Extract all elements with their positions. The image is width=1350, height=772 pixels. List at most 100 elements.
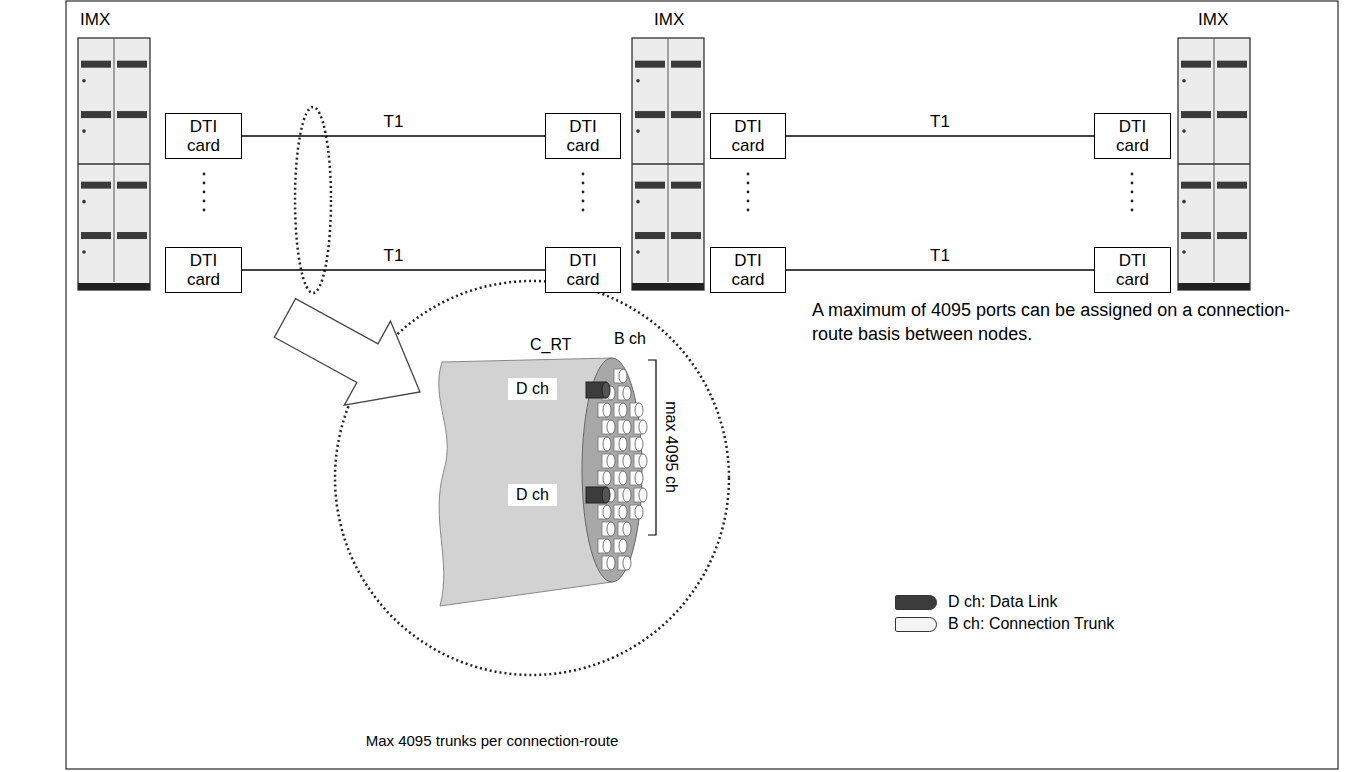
- ellipsis-dot: [1131, 209, 1134, 212]
- interface-card: DTI card: [1094, 247, 1171, 293]
- cabinet-panel-bar: [1181, 61, 1211, 68]
- trunk-tube-end: [635, 437, 643, 451]
- cabinet-panel-bar: [117, 111, 147, 118]
- switch-cabinet: IMX: [78, 38, 150, 290]
- cabinet-drawing: [632, 38, 704, 290]
- cabinet-label: IMX: [1198, 10, 1228, 30]
- cabinet-panel-bar: [671, 232, 701, 239]
- cabinet-dot: [1182, 250, 1186, 254]
- channel-label: D ch: [508, 484, 557, 506]
- interface-card: DTI card: [165, 113, 242, 159]
- cabinet-divider: [632, 163, 704, 165]
- cabinet-panel-bar: [117, 232, 147, 239]
- cabinet-panel-bar: [81, 61, 111, 68]
- interface-card: DTI card: [710, 113, 786, 159]
- bracket: [648, 360, 656, 535]
- cabinet-label: IMX: [80, 10, 110, 30]
- trunk-tube-end: [623, 386, 631, 400]
- ellipsis-dot: [582, 173, 585, 176]
- cabinet-panel-bar: [81, 232, 111, 239]
- ellipsis-dot: [203, 209, 206, 212]
- trunk-tube-end: [607, 556, 615, 570]
- trunk-tube-end: [619, 403, 627, 417]
- trunk-tube-end: [635, 505, 643, 519]
- interface-card: DTI card: [165, 247, 242, 293]
- note: A maximum of 4095 ports can be assigned …: [812, 298, 1322, 346]
- trunk-tube-end: [635, 403, 643, 417]
- frame: [66, 1, 1338, 769]
- cabinet-panel-bar: [81, 182, 111, 189]
- t1-line: [786, 135, 1094, 136]
- ellipsis-dot: [203, 191, 206, 194]
- cabinet-dot: [82, 200, 86, 204]
- channel-label: D ch: [508, 378, 557, 400]
- trunk-tube-end: [603, 539, 611, 553]
- cabinet-panel-bar: [81, 111, 111, 118]
- cabinet-dot: [1182, 200, 1186, 204]
- cabinet-divider: [1178, 163, 1250, 165]
- trunk-tube: [602, 488, 611, 502]
- cabinet-panel-bar: [1181, 182, 1211, 189]
- ellipsis-dot: [203, 182, 206, 185]
- trunk-tube-end: [635, 471, 643, 485]
- trunk-tube-end: [619, 505, 627, 519]
- cabinet-panel-bar: [635, 182, 665, 189]
- ellipsis-dot: [203, 200, 206, 203]
- capacity-label: max 4095 ch: [662, 401, 680, 493]
- cabinet-panel-bar: [635, 61, 665, 68]
- cabinet-divider: [668, 38, 669, 282]
- legend-swatch: [895, 617, 937, 632]
- caption: Max 4095 trunks per connection-route: [366, 732, 619, 749]
- cabinet-divider: [78, 163, 150, 165]
- legend-row: D ch: Data Link: [895, 593, 1057, 611]
- t1-line: [242, 135, 545, 136]
- trunk-tube-end: [619, 369, 627, 383]
- card-label: DTI card: [183, 251, 225, 289]
- cabinet-dot: [82, 79, 86, 83]
- card-label: DTI card: [727, 251, 769, 289]
- ellipsis-dot: [747, 191, 750, 194]
- cabinet-dot: [636, 79, 640, 83]
- trunk-tube-end: [623, 522, 631, 536]
- route-name: C_RT: [530, 336, 572, 354]
- switch-cabinet: IMX: [1178, 38, 1250, 290]
- interface-card: DTI card: [545, 113, 621, 159]
- ellipsis-dot: [1131, 173, 1134, 176]
- data-link-tube-end: [602, 487, 610, 503]
- card-label: DTI card: [727, 117, 769, 155]
- interface-card: DTI card: [710, 247, 786, 293]
- cabinet-dot: [636, 129, 640, 133]
- cabinet-panel-bar: [117, 182, 147, 189]
- cabinet-panel-bar: [117, 61, 147, 68]
- dotted-ellipse: [295, 107, 331, 293]
- ellipsis-dot: [203, 173, 206, 176]
- trunk-tube-end: [619, 539, 627, 553]
- ellipsis-dot: [1131, 200, 1134, 203]
- trunk-tube-end: [623, 556, 631, 570]
- trunk-tube-end: [623, 454, 631, 468]
- ellipsis-dot: [582, 209, 585, 212]
- line-label: T1: [928, 112, 952, 132]
- interface-card: DTI card: [1094, 113, 1171, 159]
- cabinet-panel-bar: [671, 182, 701, 189]
- trunk-tube-end: [639, 488, 647, 502]
- cable-end-face: [582, 358, 642, 582]
- ellipsis-dot: [582, 191, 585, 194]
- trunk-tube-end: [623, 420, 631, 434]
- cabinet-body: [1178, 38, 1250, 290]
- card-label: DTI card: [562, 117, 604, 155]
- cabinet-panel-bar: [1217, 111, 1247, 118]
- cabinet-panel-bar: [1217, 182, 1247, 189]
- trunk-tube-end: [603, 403, 611, 417]
- card-label: DTI card: [1112, 251, 1154, 289]
- trunk-tube-end: [619, 471, 627, 485]
- cabinet-panel-bar: [1181, 111, 1211, 118]
- legend-text: D ch: Data Link: [948, 593, 1057, 611]
- trunk-tube-end: [607, 522, 615, 536]
- cabinet-body: [632, 38, 704, 290]
- ellipsis-dot: [582, 182, 585, 185]
- switch-cabinet: IMX: [632, 38, 704, 290]
- cabinet-drawing: [78, 38, 150, 290]
- t1-line: [786, 269, 1094, 270]
